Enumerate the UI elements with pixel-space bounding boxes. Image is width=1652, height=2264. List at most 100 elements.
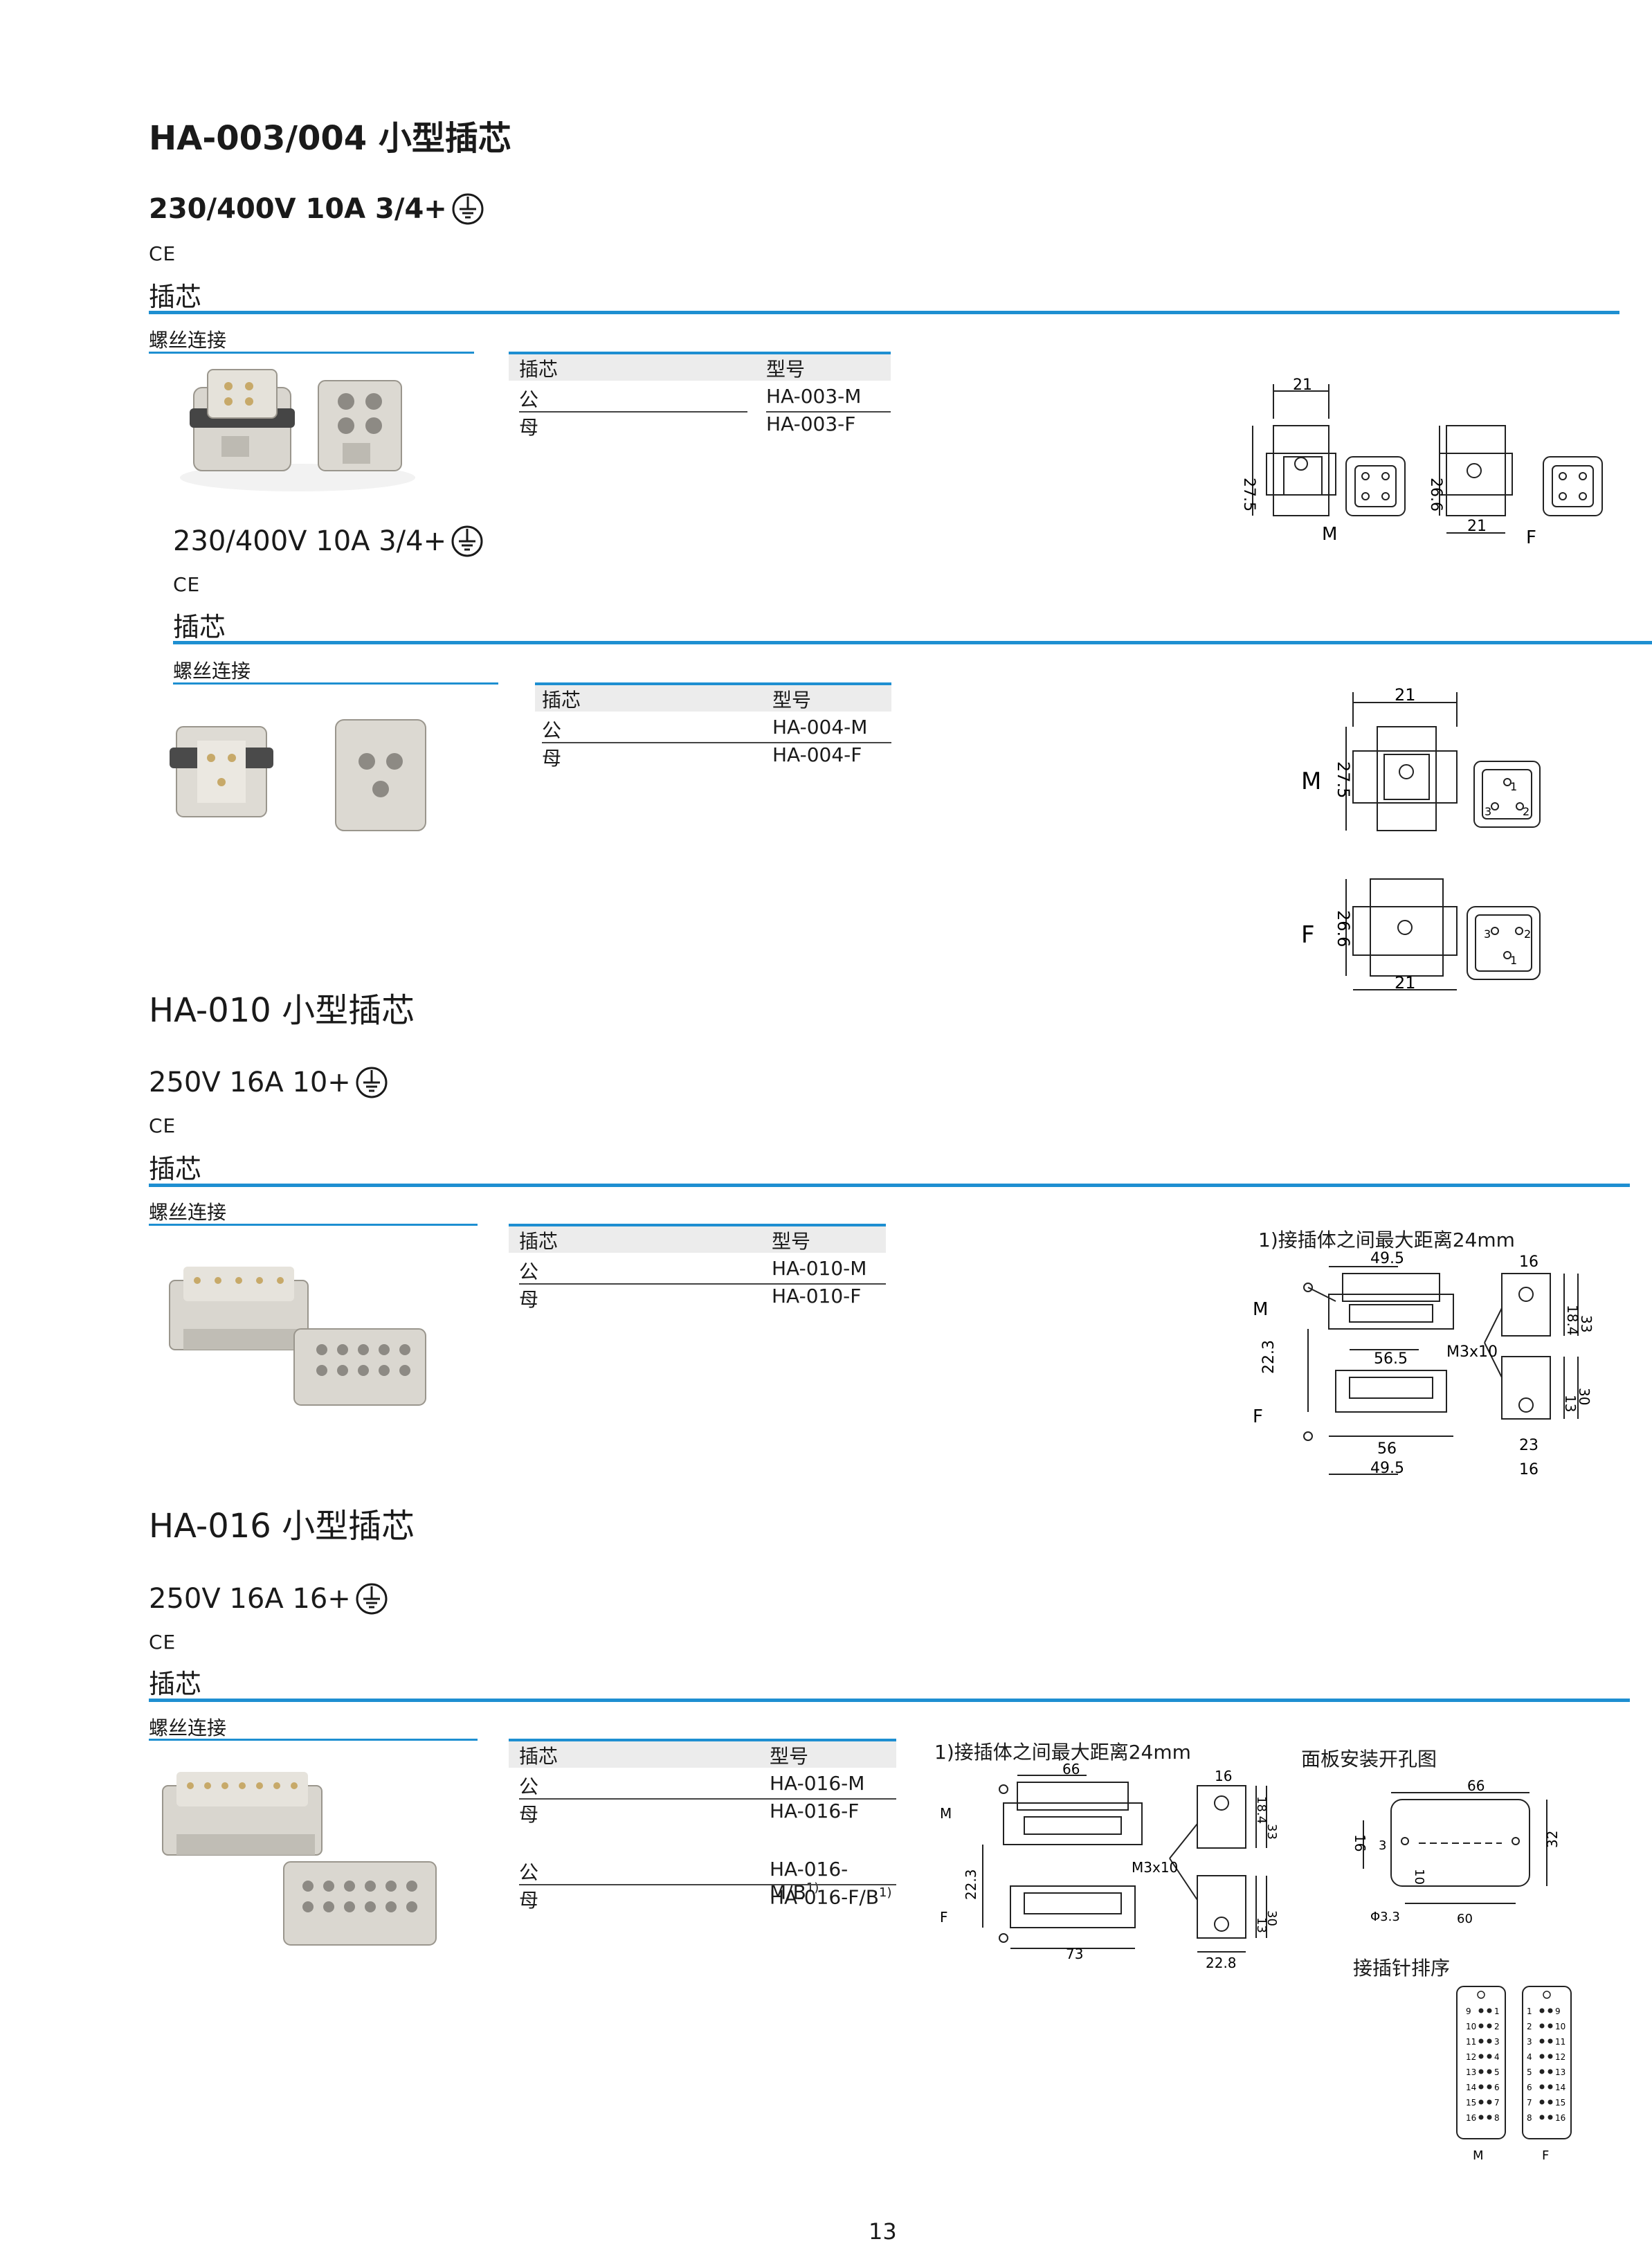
pin-number: 10 xyxy=(1555,2022,1565,2031)
dim-label: 26.6 xyxy=(1427,478,1444,511)
table-header-model: 型号 xyxy=(772,689,812,712)
dim-label: 49.5 xyxy=(1370,1250,1404,1267)
table-cell: 公 xyxy=(519,1775,539,1798)
ce-mark: CE xyxy=(149,242,176,265)
spec-line: 250V 16A 16+ xyxy=(149,1582,388,1615)
footnote: 1)接插体之间最大距离24mm xyxy=(934,1741,1191,1764)
dim-label: 33 xyxy=(1264,1824,1279,1840)
table-cell: 母 xyxy=(519,1288,539,1311)
table-cell: 公 xyxy=(542,719,562,742)
product-photo-ha010 xyxy=(169,1267,426,1406)
dim-label: 18.4 xyxy=(1564,1305,1581,1336)
male-label: M xyxy=(1322,524,1337,545)
pin-number: 16 xyxy=(1466,2113,1476,2123)
pin-number: 5 xyxy=(1494,2067,1500,2077)
spec-text: 250V 16A 16+ xyxy=(149,1583,351,1615)
pin-dot xyxy=(1547,2008,1553,2013)
table-cell: 公 xyxy=(519,1260,539,1283)
pin-dot xyxy=(1478,2114,1484,2120)
category-label: 插芯 xyxy=(149,282,202,312)
pin-dot xyxy=(1539,2023,1545,2029)
pin-dot xyxy=(1487,2114,1492,2120)
pin-number: 15 xyxy=(1555,2098,1565,2108)
female-label: F xyxy=(1301,921,1315,949)
pin-dot xyxy=(1487,2069,1492,2074)
table-cell: HA-004-F xyxy=(772,743,862,766)
pin-number: 8 xyxy=(1494,2113,1500,2123)
pin-number: 1 xyxy=(1494,2007,1500,2016)
dim-label: 21 xyxy=(1293,377,1312,394)
model-table-ha010: 插芯 型号 公 HA-010-M 母 HA-010-F xyxy=(509,1224,886,1311)
pin-number: 12 xyxy=(1555,2052,1565,2062)
table-cell: 母 xyxy=(519,1889,539,1912)
pin-number: 13 xyxy=(1466,2067,1476,2077)
table-header xyxy=(535,682,891,712)
dim-label: 21 xyxy=(1395,685,1416,705)
pin-number: 2 xyxy=(1494,2022,1500,2031)
dim-label: 30 xyxy=(1576,1388,1592,1405)
pin-number: 14 xyxy=(1466,2083,1476,2092)
pin-number: 8 xyxy=(1527,2113,1532,2123)
pin-arrangement-title: 接插针排序 xyxy=(1353,1957,1451,1980)
subcategory-label: 螺丝连接 xyxy=(173,660,251,682)
table-header-model: 型号 xyxy=(772,1230,811,1253)
spec-line: 250V 16A 10+ xyxy=(149,1066,388,1099)
pin-number: 6 xyxy=(1527,2083,1532,2092)
male-label: M xyxy=(1473,2148,1484,2163)
table-header xyxy=(509,1224,886,1253)
table-header-insert: 插芯 xyxy=(519,1745,559,1768)
section-title-ha010: HA-010 小型插芯 xyxy=(149,991,415,1030)
pin-number: 10 xyxy=(1466,2022,1476,2031)
dim-label: 30 xyxy=(1264,1910,1279,1926)
table-cell: HA-003-F xyxy=(766,413,856,435)
spec-line: 230/400V 10A 3/4+ xyxy=(173,525,484,558)
product-photo-ha016 xyxy=(162,1772,437,1946)
footnote: 1)接插体之间最大距离24mm xyxy=(1258,1229,1515,1251)
table-cell: HA-003-M xyxy=(766,385,862,408)
dim-label: 32 xyxy=(1544,1831,1561,1848)
svg-text:3: 3 xyxy=(1484,927,1491,941)
dim-label: 56 xyxy=(1377,1440,1397,1458)
pin-number: 6 xyxy=(1494,2083,1500,2092)
female-label: F xyxy=(1542,2148,1549,2163)
pin-dot xyxy=(1539,2008,1545,2013)
male-label: M xyxy=(940,1805,952,1822)
spec-text: 250V 16A 10+ xyxy=(149,1067,351,1098)
pin-dot xyxy=(1478,2069,1484,2074)
dim-label: 13 xyxy=(1254,1917,1269,1933)
pin-number: 3 xyxy=(1527,2037,1532,2047)
pin-dot xyxy=(1539,2069,1545,2074)
subcategory-label: 螺丝连接 xyxy=(149,329,227,352)
pin-number: 12 xyxy=(1466,2052,1476,2062)
spec-line: 230/400V 10A 3/4+ xyxy=(149,192,484,226)
pin-dot xyxy=(1539,2038,1545,2044)
table-header-insert: 插芯 xyxy=(519,358,559,381)
dimension-drawing-ha010: 49.5 56.5 56 49.5 22.3 16 18.4 33 M3x10 … xyxy=(1253,1250,1595,1478)
page-number: 13 xyxy=(869,2218,897,2245)
subcategory-rule xyxy=(149,352,474,354)
male-label: M xyxy=(1301,768,1321,795)
dim-label: 16 xyxy=(1352,1834,1368,1851)
pin-dot xyxy=(1539,2099,1545,2105)
pin-dot xyxy=(1487,2023,1492,2029)
subcategory-label: 螺丝连接 xyxy=(149,1201,227,1224)
dimension-drawing-ha004: 21 27.5 26.6 21 M F 1 2 3 1 2 3 xyxy=(1301,685,1541,993)
dim-label: 16 xyxy=(1519,1461,1538,1478)
category-label: 插芯 xyxy=(149,1154,202,1184)
dim-label: 66 xyxy=(1467,1777,1485,1794)
dim-label: 22.3 xyxy=(963,1869,979,1900)
ground-icon xyxy=(451,525,483,557)
ground-icon xyxy=(356,1067,388,1098)
dim-label: M3x10 xyxy=(1132,1859,1178,1876)
female-label: F xyxy=(1526,527,1536,548)
pin-number: 11 xyxy=(1555,2037,1565,2047)
pin-dot xyxy=(1487,2099,1492,2105)
dimension-drawing-ha003: 21 27.5 26.6 21 M F xyxy=(1240,377,1603,548)
pin-number: 1 xyxy=(1527,2007,1532,2016)
dim-label: 18.4 xyxy=(1254,1796,1269,1824)
dim-label: 22.8 xyxy=(1206,1955,1237,1971)
dim-label: 26.6 xyxy=(1334,910,1353,947)
dim-label: 33 xyxy=(1578,1315,1595,1332)
dim-label: 60 xyxy=(1457,1912,1473,1926)
